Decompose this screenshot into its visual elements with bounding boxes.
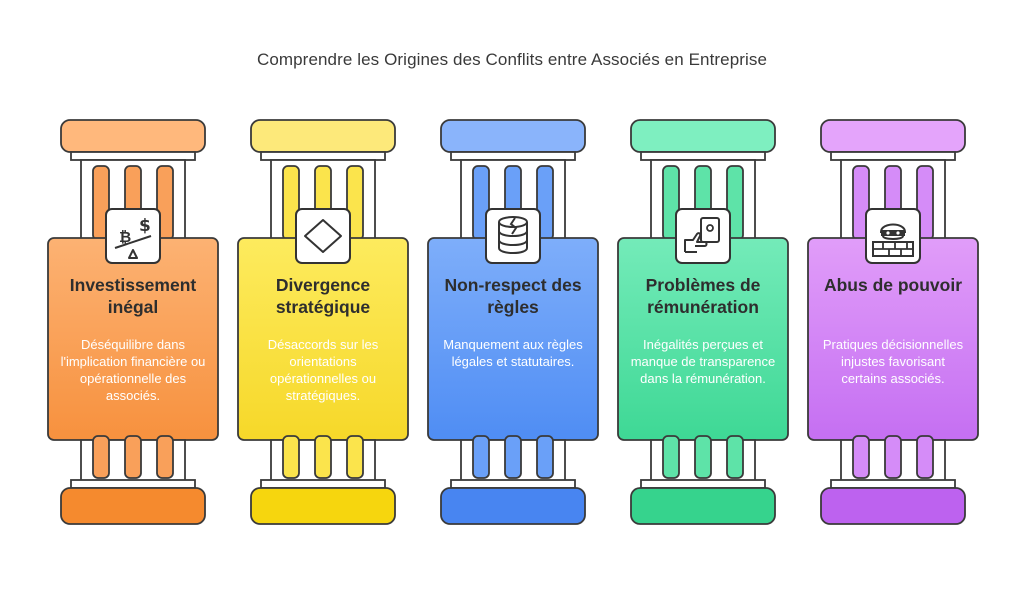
pillar-heading: Divergence stratégique xyxy=(275,275,371,317)
pillar-column-lower xyxy=(504,435,522,479)
svg-text:₿: ₿ xyxy=(119,228,131,246)
pillar-column-lower xyxy=(916,435,934,479)
pillar-heading: Problèmes de rémunération xyxy=(645,275,761,317)
pillar-capital xyxy=(820,119,966,153)
pillar-column-lower xyxy=(662,435,680,479)
pillar-column-lower xyxy=(536,435,554,479)
pillar-collar-bottom xyxy=(830,479,956,489)
pillar-column-lower xyxy=(92,435,110,479)
pillar-column-lower xyxy=(156,435,174,479)
pillar-divergence-strategique: Divergence stratégique Désaccords sur le… xyxy=(237,118,409,528)
pillar-column-lower xyxy=(852,435,870,479)
pillar-base xyxy=(630,487,776,525)
pillar-shape xyxy=(237,119,409,525)
pillar-base xyxy=(60,487,206,525)
pillar-shape xyxy=(807,119,979,525)
pillar-column-lower xyxy=(472,435,490,479)
pillar-column-lower xyxy=(346,435,364,479)
pillar-description: Pratiques décisionnelles injustes favori… xyxy=(822,337,964,386)
pillar-heading: Non-respect des règles xyxy=(444,275,582,317)
pillar-shape xyxy=(617,119,789,525)
bandit-over-wall-icon xyxy=(863,206,923,266)
pillar-capital xyxy=(630,119,776,153)
pillar-description: Déséquilibre dans l'implication financiè… xyxy=(60,337,206,403)
pillar-collar-top xyxy=(450,151,576,161)
svg-text:$: $ xyxy=(139,216,151,236)
pillar-collar-bottom xyxy=(450,479,576,489)
pillar-description: Manquement aux règles légales et statuta… xyxy=(443,337,583,369)
pillar-collar-top xyxy=(830,151,956,161)
pillar-description: Inégalités perçues et manque de transpar… xyxy=(630,337,776,386)
pillar-capital xyxy=(250,119,396,153)
pillar-base xyxy=(250,487,396,525)
pillar-collar-top xyxy=(70,151,196,161)
pillar-collar-top xyxy=(640,151,766,161)
pillar-base xyxy=(820,487,966,525)
database-broken-icon xyxy=(483,206,543,266)
pillar-collar-bottom xyxy=(640,479,766,489)
pillar-collar-bottom xyxy=(260,479,386,489)
pillar-column-lower xyxy=(282,435,300,479)
pillar-abus-de-pouvoir: Abus de pouvoir Pratiques décisionnelles… xyxy=(807,118,979,528)
pillar-capital xyxy=(60,119,206,153)
pillar-non-respect-des-regles: Non-respect des règles Manquement aux rè… xyxy=(427,118,599,528)
pillar-description: Désaccords sur les orientations opératio… xyxy=(267,337,379,403)
balance-scale-bitcoin-dollar-icon: ₿ $ xyxy=(103,206,163,266)
pillar-capital xyxy=(440,119,586,153)
diagram-title: Comprendre les Origines des Conflits ent… xyxy=(256,50,768,69)
pillar-shape xyxy=(47,119,219,525)
pillar-collar-bottom xyxy=(70,479,196,489)
pillar-column-lower xyxy=(314,435,332,479)
pillar-heading: Investissement inégal xyxy=(69,275,197,317)
pillar-problemes-de-remuneration: Problèmes de rémunération Inégalités per… xyxy=(617,118,789,528)
pillar-column-lower xyxy=(124,435,142,479)
hand-money-icon xyxy=(673,206,733,266)
pillar-investissement-inegal: ₿ $ Investissement inégal Déséquilibre d… xyxy=(47,118,219,528)
diamond-icon xyxy=(293,206,353,266)
pillar-heading: Abus de pouvoir xyxy=(823,275,963,295)
pillar-collar-top xyxy=(260,151,386,161)
pillar-base xyxy=(440,487,586,525)
pillar-shape xyxy=(427,119,599,525)
pillar-column-lower xyxy=(726,435,744,479)
pillar-column-lower xyxy=(694,435,712,479)
pillar-column-lower xyxy=(884,435,902,479)
